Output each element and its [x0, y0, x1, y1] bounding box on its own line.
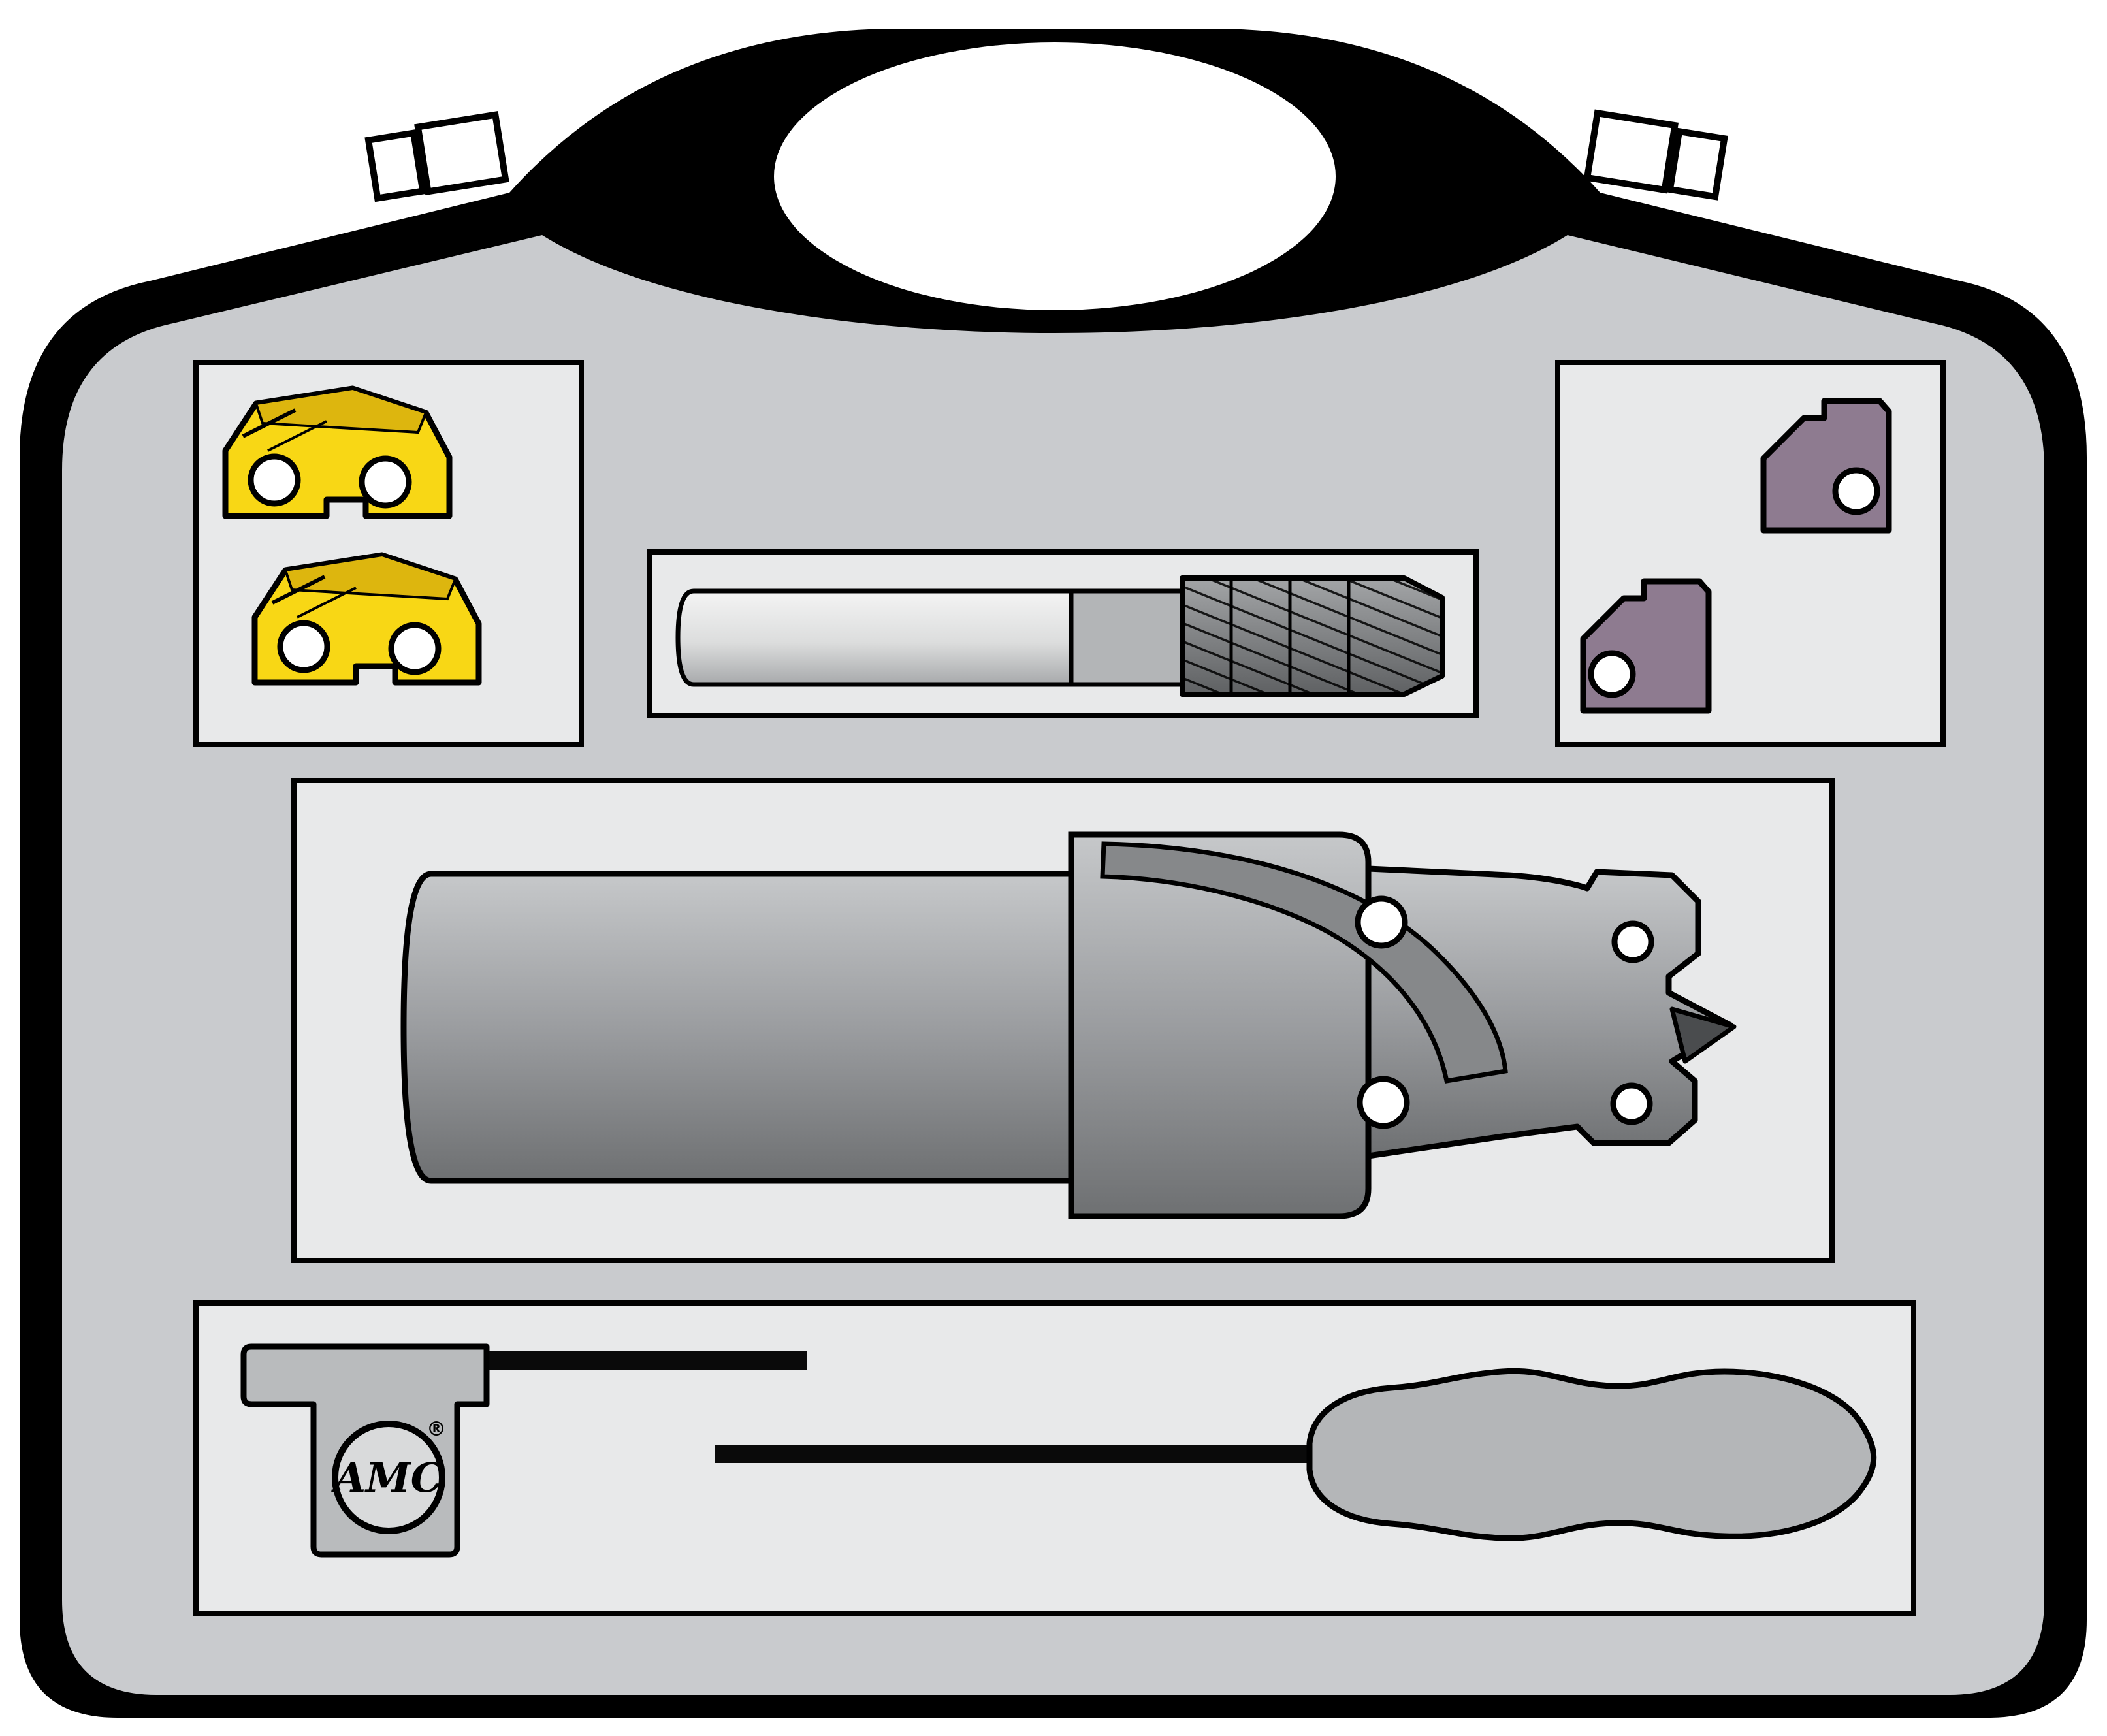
end-mill [675, 575, 1445, 697]
spade-insert-2-chamfer [283, 553, 457, 601]
latch-left-large [414, 111, 509, 196]
screwdriver-shaft [715, 1445, 1313, 1463]
screwdriver-handle [1306, 1368, 1877, 1541]
spade-insert-2-hole-1 [277, 620, 330, 673]
spade-insert-1-chamfer [254, 387, 428, 434]
latch-left-small [364, 129, 427, 202]
spade-insert-1 [222, 385, 453, 519]
brand-logo-monogram: AMC [331, 1454, 443, 1502]
drill-body-screw-hole-3 [1611, 920, 1654, 963]
latch-right [1583, 109, 1728, 201]
spade-insert-1-hatch [242, 408, 297, 438]
drill-body-tip [1669, 1006, 1737, 1064]
latch-left [364, 111, 509, 202]
drill-body-screw-hole-1 [1355, 895, 1408, 949]
spade-insert-1-hole-1 [248, 453, 301, 507]
milling-insert-1-hole [1832, 467, 1880, 515]
hex-wrench-rod [457, 1351, 807, 1370]
spade-insert-2 [251, 552, 482, 686]
spade-insert-2-hatch2 [297, 587, 357, 619]
end-mill-shank [675, 588, 1074, 687]
milling-insert-2-hole [1588, 650, 1636, 698]
drill-body-flute-band [1100, 841, 1508, 1084]
brand-logo-circle [332, 1421, 445, 1534]
milling-insert-2 [1580, 578, 1712, 714]
drill-body-flange [1068, 831, 1372, 1219]
drill-body-screw-hole-2 [1357, 1076, 1410, 1129]
drill-body-shank [400, 871, 1074, 1184]
spade-insert-1-hole-2 [359, 455, 412, 509]
milling-insert-1 [1760, 398, 1892, 534]
spade-insert-2-hatch [271, 575, 326, 605]
latch-right-large [1666, 127, 1728, 201]
latch-right-small [1583, 109, 1679, 194]
spade-insert-1-hatch2 [267, 420, 327, 452]
screwdriver [715, 1368, 1877, 1541]
end-mill-neck [1069, 588, 1185, 687]
drill-body [400, 831, 1737, 1219]
handle-hole [774, 42, 1336, 310]
spade-insert-2-hole-2 [388, 622, 442, 675]
brand-logo-registered: ® [426, 1418, 446, 1441]
end-mill-flutes [1182, 578, 1442, 694]
drill-body-screw-hole-4 [1610, 1082, 1653, 1125]
hex-wrench: AMC ® [240, 1343, 807, 1558]
